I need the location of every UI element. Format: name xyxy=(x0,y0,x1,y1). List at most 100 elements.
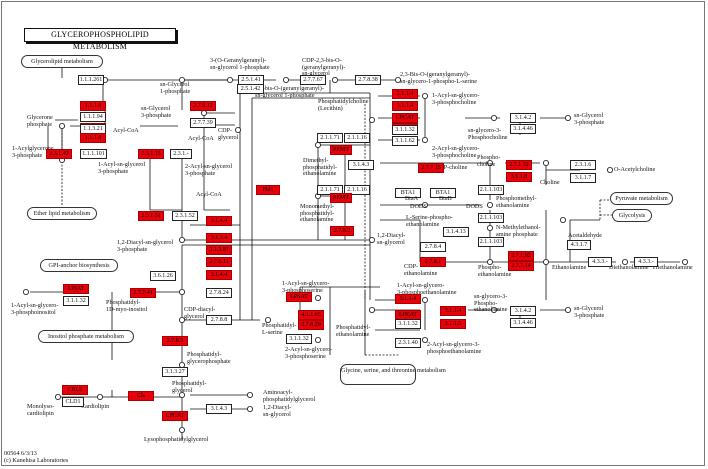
compound-diethanolamine: Diethanolamine xyxy=(609,264,649,271)
enzyme-box-e65[interactable]: LPSAT xyxy=(286,292,312,302)
enzyme-box-e28[interactable]: 2.1.1.71 xyxy=(317,133,343,143)
enzyme-box-e53[interactable]: 2.7.1.82 xyxy=(508,251,534,261)
link-glycolysis[interactable]: Glycolysis xyxy=(612,209,652,222)
enzyme-box-e51[interactable]: 2.7.8.4 xyxy=(420,242,446,252)
enzyme-box-e71[interactable]: 3.1.1.32 xyxy=(395,319,421,329)
enzyme-box-e13[interactable]: 2.7.7.39 xyxy=(190,118,216,128)
enzyme-box-e58[interactable]: 3.6.1.26 xyxy=(150,271,176,281)
enzyme-box-e41[interactable]: 2.1.1.103 xyxy=(478,185,504,195)
enzyme-box-e3[interactable]: 2.5.1.42 xyxy=(237,84,264,94)
enzyme-box-e85[interactable]: BTA1 xyxy=(430,188,456,198)
link-gpi-anchor-biosynthesis[interactable]: GPI-anchor biosynthesis xyxy=(40,259,118,272)
enzyme-box-e78[interactable]: 3.1.3.27 xyxy=(162,367,188,377)
link-ether-lipid-metabolism[interactable]: Ether lipid metabolism xyxy=(27,207,97,220)
link-pyruvate-metabolism[interactable]: Pyruvate metabolism xyxy=(610,192,673,205)
enzyme-box-e5[interactable]: 2.7.8.38 xyxy=(355,75,381,85)
link-glycine-serine-threonine[interactable]: Glycine, serine, and threonine metabolis… xyxy=(340,364,446,385)
enzyme-box-e84[interactable]: BTA1 xyxy=(395,188,421,198)
enzyme-box-e18[interactable]: 2.3.1.52 xyxy=(172,211,198,221)
compound-cardiolipin: Cardiolipin xyxy=(81,403,110,410)
enzyme-box-e66[interactable]: 4.1.1.65 xyxy=(298,310,324,320)
compound-2-acyl-glycero-pc: 2-Acyl-sn-glycero- 3-phosphocholine xyxy=(432,145,480,159)
enzyme-box-e67[interactable]: 2.7.8.29 xyxy=(298,320,324,330)
enzyme-box-e83[interactable]: Cls xyxy=(128,391,154,401)
enzyme-box-e16[interactable]: 2.3.1.- xyxy=(170,149,192,159)
compound-monomethyl-pe: Monomethyl- phosphatidyl- ethanolamine xyxy=(300,203,335,223)
enzyme-box-e50[interactable]: 3.1.4.13 xyxy=(443,227,469,237)
enzyme-box-e56[interactable]: 4.3.3.- xyxy=(588,257,612,267)
enzyme-box-e37[interactable]: 2.7.1.32 xyxy=(506,160,532,170)
enzyme-box-e46[interactable]: 3.1.3.4 xyxy=(206,233,232,243)
enzyme-box-e25[interactable]: 3.1.1.62 xyxy=(392,136,418,146)
link-glycerolipid-metabolism[interactable]: Glycerolipid metabolism xyxy=(21,55,103,68)
enzyme-box-e34[interactable]: 3.1.4.3 xyxy=(348,160,374,170)
enzyme-box-e75[interactable]: 3.1.4.2 xyxy=(510,306,536,316)
enzyme-box-e38[interactable]: 2.3.1.6 xyxy=(570,160,596,170)
enzyme-box-e49[interactable]: 3.1.4.4 xyxy=(206,270,232,280)
enzyme-box-e35[interactable]: 2.7.8.2 xyxy=(330,226,354,236)
enzyme-box-e12[interactable]: 1.1.1.101 xyxy=(80,149,107,159)
enzyme-box-e45[interactable]: 3.1.4.4 xyxy=(206,216,232,226)
enzyme-box-e29[interactable]: 2.1.1.16 xyxy=(344,133,370,143)
compound-phosphatidylethanolamine: Phosphatidyl- ethanolamine xyxy=(336,324,371,338)
compound-sn-glycerol-3p-right-2: sn-Glycerol 3-phosphate xyxy=(574,305,605,319)
enzyme-box-e23[interactable]: 3.1.1.32 xyxy=(392,125,418,135)
compound-acyl-glycero-pi: 1-Acyl-sn-glycero- 3-phosphoinositol xyxy=(11,302,59,316)
enzyme-box-e6[interactable]: 1.1.1.8 xyxy=(80,101,106,111)
enzyme-box-e64[interactable]: 2.7.8.8 xyxy=(206,315,232,325)
enzyme-box-e21[interactable]: LPCAT xyxy=(392,113,418,123)
footer-id: 00564 6/3/13 xyxy=(4,450,37,457)
enzyme-box-e17[interactable]: 2.3.1.51 xyxy=(138,211,164,221)
enzyme-box-e80[interactable]: LPGAT xyxy=(162,411,188,421)
enzyme-box-e82[interactable]: CLD1 xyxy=(62,397,84,407)
enzyme-box-e57[interactable]: 4.3.3.- xyxy=(634,257,658,267)
enzyme-box-e30[interactable]: PEMT xyxy=(330,145,352,155)
enzyme-box-e47[interactable]: 3.1.3.81 xyxy=(206,245,232,255)
enzyme-box-e4[interactable]: 2.7.7.67 xyxy=(300,75,326,85)
enzyme-box-e69[interactable]: 3.1.1.4 xyxy=(395,294,421,304)
enzyme-box-e54[interactable]: 2.7.7.14 xyxy=(508,261,534,271)
enzyme-box-e62[interactable]: LPIAT xyxy=(63,284,89,294)
link-inositol-phosphate-metabolism[interactable]: Inositol phosphate metabolism xyxy=(38,330,134,343)
enzyme-box-e77[interactable]: 2.7.8.5 xyxy=(162,336,188,346)
enzyme-box-e40[interactable]: 3.1.1.8 xyxy=(506,172,532,182)
enzyme-box-e72[interactable]: 3.1.1.4 xyxy=(440,306,466,316)
compound-diacyl-glycerol-3p: 1,2-Diacyl-sn-glycerol 3-phosphate xyxy=(117,239,174,253)
enzyme-box-e10[interactable]: 1.1.1.8 xyxy=(80,133,106,143)
enzyme-box-e63[interactable]: 3.1.1.32 xyxy=(63,296,89,306)
enzyme-box-e36[interactable]: 2.7.7.15 xyxy=(418,163,444,173)
enzyme-box-e52[interactable]: 2.7.8.1 xyxy=(420,257,446,267)
enzyme-box-e43[interactable]: 2.1.1.103 xyxy=(478,237,504,247)
enzyme-box-e32[interactable]: 2.1.1.16 xyxy=(344,185,370,195)
enzyme-box-e20[interactable]: 3.1.1.4 xyxy=(392,101,418,111)
enzyme-box-e1[interactable]: 1.1.1.261 xyxy=(78,75,104,85)
enzyme-box-e15[interactable]: 2.3.1.15 xyxy=(138,149,164,159)
enzyme-box-e68[interactable]: 3.1.1.32 xyxy=(286,334,312,344)
compound-triethanolamine: Triethanolamine xyxy=(652,264,693,271)
enzyme-box-e74[interactable]: 2.3.1.40 xyxy=(395,338,421,348)
compound-2-acyl-glycero-ps: 2-Acyl-sn-glycero- 3-phosphoserine xyxy=(285,346,333,360)
enzyme-box-e27[interactable]: 3.1.4.46 xyxy=(510,124,536,134)
compound-acyl-coa: Acyl-CoA xyxy=(113,127,139,134)
enzyme-box-e61[interactable]: 2.7.8.11 xyxy=(206,257,232,267)
enzyme-box-e19[interactable]: 3.1.1.4 xyxy=(392,89,418,99)
enzyme-box-e39[interactable]: 3.1.1.7 xyxy=(570,173,596,183)
enzyme-box-e26[interactable]: 3.1.4.2 xyxy=(510,113,536,123)
compound-ethanolamine: Ethanolamine xyxy=(552,264,587,271)
enzyme-box-e60[interactable]: 2.7.8.24 xyxy=(206,288,232,298)
enzyme-box-e42[interactable]: 2.1.1.103 xyxy=(478,213,504,223)
enzyme-box-e59[interactable]: 2.7.7.41 xyxy=(130,288,156,298)
enzyme-box-e73[interactable]: 3.1.1.5 xyxy=(440,319,466,329)
enzyme-box-e11[interactable]: 2.3.1.42 xyxy=(46,149,72,159)
enzyme-box-e44[interactable]: Pld1 xyxy=(256,185,280,195)
enzyme-box-e55[interactable]: 4.3.1.7 xyxy=(567,240,591,250)
compound-sn-glycerol-1p: sn-Glycerol 1-phosphate xyxy=(160,81,191,95)
compound-bta1-bta-a: BtaA xyxy=(405,195,419,202)
enzyme-box-e79[interactable]: 3.1.4.3 xyxy=(206,404,232,414)
enzyme-box-e76[interactable]: 3.1.4.46 xyxy=(510,318,536,328)
enzyme-box-e14[interactable]: 2.7.8.12 xyxy=(190,101,216,111)
enzyme-box-e33[interactable]: PEMT xyxy=(330,193,352,203)
enzyme-box-e81[interactable]: CRLS xyxy=(62,385,88,395)
compound-aminoacyl-pg: Aminoacyl- phosphatidylglycerol xyxy=(263,389,316,403)
enzyme-box-e7[interactable]: 1.1.1.94 xyxy=(80,112,106,122)
